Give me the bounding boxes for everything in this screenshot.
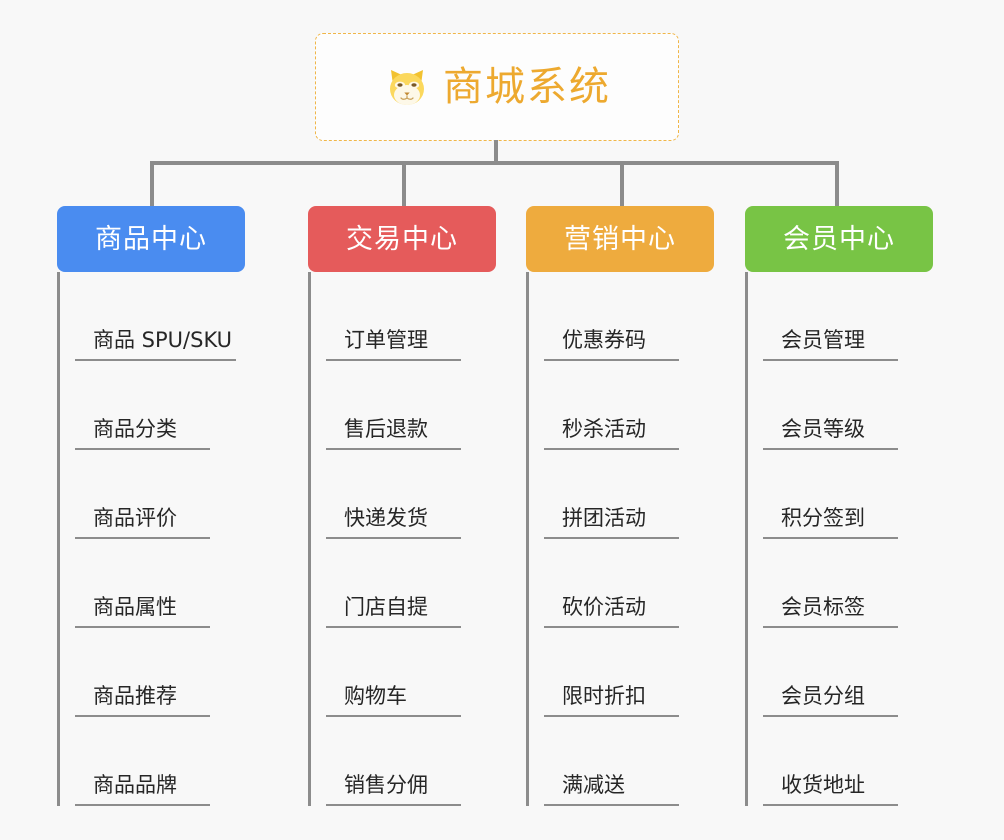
leaf-list-marketing-center: 优惠券码 秒杀活动 拼团活动 砍价活动 限时折扣 满减送 <box>526 272 726 806</box>
connector-root-stem <box>494 140 498 164</box>
root-title: 商城系统 <box>443 64 611 110</box>
leaf-item[interactable]: 积分签到 <box>748 450 945 539</box>
leaf-item[interactable]: 秒杀活动 <box>529 361 726 450</box>
connector-drop-1 <box>150 161 154 207</box>
leaf-label: 积分签到 <box>763 506 898 539</box>
category-column-member-center: 会员中心 会员管理 会员等级 积分签到 会员标签 会员分组 收货地址 <box>745 206 965 806</box>
category-header-product-center[interactable]: 商品中心 <box>57 206 245 272</box>
leaf-label: 收货地址 <box>763 773 898 806</box>
leaf-label: 限时折扣 <box>544 684 679 717</box>
category-label: 交易中心 <box>346 223 458 255</box>
leaf-item[interactable]: 门店自提 <box>311 539 508 628</box>
category-column-product-center: 商品中心 商品 SPU/SKU 商品分类 商品评价 商品属性 商品推荐 商品品牌 <box>57 206 277 806</box>
leaf-item[interactable]: 售后退款 <box>311 361 508 450</box>
leaf-item[interactable]: 会员分组 <box>748 628 945 717</box>
category-label: 商品中心 <box>95 223 207 255</box>
category-header-trade-center[interactable]: 交易中心 <box>308 206 496 272</box>
leaf-item[interactable]: 会员管理 <box>748 272 945 361</box>
leaf-label: 会员等级 <box>763 417 898 450</box>
leaf-label: 门店自提 <box>326 595 461 628</box>
leaf-list-product-center: 商品 SPU/SKU 商品分类 商品评价 商品属性 商品推荐 商品品牌 <box>57 272 257 806</box>
leaf-item[interactable]: 商品 SPU/SKU <box>60 272 257 361</box>
leaf-label: 商品品牌 <box>75 773 210 806</box>
leaf-item[interactable]: 销售分佣 <box>311 717 508 806</box>
leaf-list-trade-center: 订单管理 售后退款 快递发货 门店自提 购物车 销售分佣 <box>308 272 508 806</box>
leaf-label: 订单管理 <box>326 328 461 361</box>
leaf-item[interactable]: 拼团活动 <box>529 450 726 539</box>
leaf-item[interactable]: 商品属性 <box>60 539 257 628</box>
leaf-label: 购物车 <box>326 684 461 717</box>
category-column-marketing-center: 营销中心 优惠券码 秒杀活动 拼团活动 砍价活动 限时折扣 满减送 <box>526 206 746 806</box>
leaf-item[interactable]: 满减送 <box>529 717 726 806</box>
leaf-label: 满减送 <box>544 773 679 806</box>
shiba-dog-face-icon <box>383 63 431 111</box>
leaf-label: 商品属性 <box>75 595 210 628</box>
leaf-label: 砍价活动 <box>544 595 679 628</box>
leaf-item[interactable]: 砍价活动 <box>529 539 726 628</box>
leaf-list-member-center: 会员管理 会员等级 积分签到 会员标签 会员分组 收货地址 <box>745 272 945 806</box>
leaf-label: 商品分类 <box>75 417 210 450</box>
leaf-label: 商品推荐 <box>75 684 210 717</box>
leaf-item[interactable]: 收货地址 <box>748 717 945 806</box>
category-header-member-center[interactable]: 会员中心 <box>745 206 933 272</box>
leaf-item[interactable]: 会员标签 <box>748 539 945 628</box>
leaf-item[interactable]: 商品评价 <box>60 450 257 539</box>
leaf-label: 会员标签 <box>763 595 898 628</box>
category-label: 营销中心 <box>564 223 676 255</box>
connector-horizontal-bus <box>150 161 839 165</box>
leaf-item[interactable]: 商品分类 <box>60 361 257 450</box>
leaf-item[interactable]: 商品推荐 <box>60 628 257 717</box>
category-label: 会员中心 <box>783 223 895 255</box>
category-header-marketing-center[interactable]: 营销中心 <box>526 206 714 272</box>
leaf-label: 售后退款 <box>326 417 461 450</box>
leaf-item[interactable]: 订单管理 <box>311 272 508 361</box>
leaf-item[interactable]: 快递发货 <box>311 450 508 539</box>
category-column-trade-center: 交易中心 订单管理 售后退款 快递发货 门店自提 购物车 销售分佣 <box>308 206 528 806</box>
leaf-label: 优惠券码 <box>544 328 679 361</box>
leaf-label: 会员管理 <box>763 328 898 361</box>
leaf-label: 会员分组 <box>763 684 898 717</box>
leaf-label: 商品评价 <box>75 506 210 539</box>
leaf-label: 商品 SPU/SKU <box>75 328 237 361</box>
leaf-item[interactable]: 限时折扣 <box>529 628 726 717</box>
leaf-item[interactable]: 商品品牌 <box>60 717 257 806</box>
root-node[interactable]: 商城系统 <box>315 33 679 141</box>
leaf-label: 销售分佣 <box>326 773 461 806</box>
leaf-label: 拼团活动 <box>544 506 679 539</box>
leaf-item[interactable]: 优惠券码 <box>529 272 726 361</box>
leaf-item[interactable]: 购物车 <box>311 628 508 717</box>
leaf-label: 快递发货 <box>326 506 461 539</box>
connector-drop-2 <box>402 161 406 207</box>
connector-drop-3 <box>620 161 624 207</box>
connector-drop-4 <box>835 161 839 207</box>
leaf-label: 秒杀活动 <box>544 417 679 450</box>
leaf-item[interactable]: 会员等级 <box>748 361 945 450</box>
